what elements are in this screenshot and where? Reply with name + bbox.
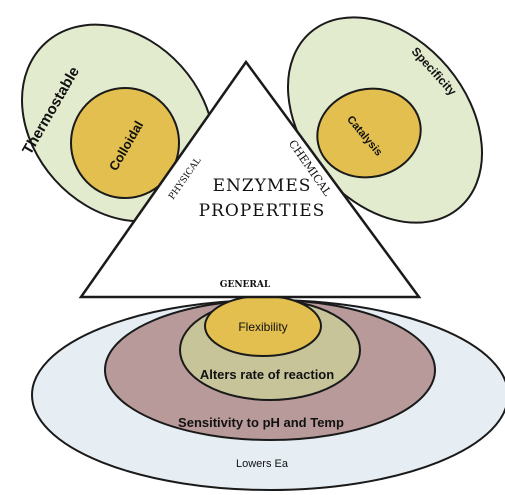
general-level1-label: Flexibility (238, 320, 287, 334)
title-line-2: PROPERTIES (199, 201, 326, 221)
chemical-inner-ellipse (316, 87, 422, 179)
general-side-label: GENERAL (220, 280, 271, 290)
title-line-1: ENZYMES (213, 176, 312, 196)
general-level2-label: Alters rate of reaction (200, 367, 334, 382)
central-triangle (78, 59, 422, 299)
general-level4-label: Lowers Ea (236, 458, 289, 470)
physical-inner-ellipse (70, 87, 180, 199)
general-level3-label: Sensitivity to pH and Temp (178, 415, 344, 430)
